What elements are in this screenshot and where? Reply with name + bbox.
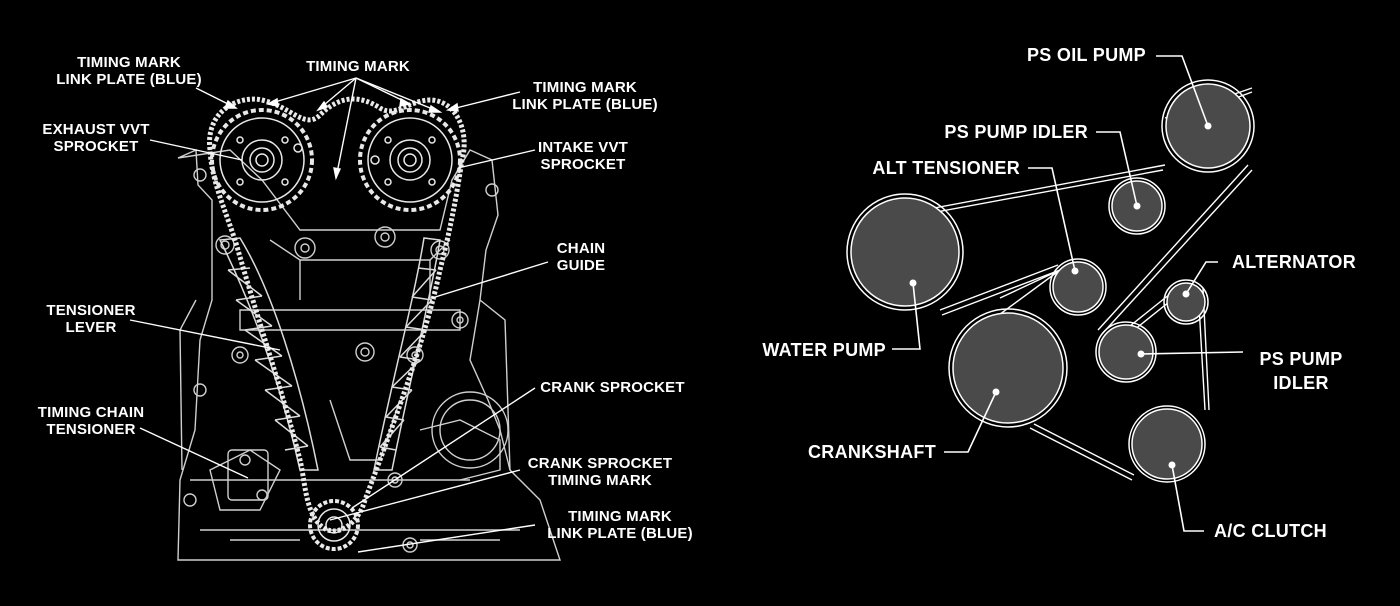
label-ps-oil-pump: PS OIL PUMP [1027, 45, 1146, 65]
crank-sprocket [308, 499, 360, 551]
alternator-pulley [1163, 279, 1209, 325]
label-timing-mark-top: TIMING MARK [306, 58, 410, 75]
crankshaft-pulley [948, 308, 1068, 428]
label-ac-clutch: A/C CLUTCH [1214, 521, 1327, 541]
alt-tensioner-pulley [1049, 258, 1107, 316]
water-pump-pulley [846, 193, 964, 311]
label-tensioner-lever: TENSIONER LEVER [46, 302, 136, 336]
label-alternator: ALTERNATOR [1232, 252, 1356, 272]
label-crankshaft: CRANKSHAFT [808, 442, 936, 462]
label-ps-pump-idler-top: PS PUMP IDLER [944, 122, 1088, 142]
timing-leader-lines [129, 77, 549, 553]
intake-vvt-sprocket [358, 108, 462, 212]
label-timing-chain-tensioner: TIMING CHAIN TENSIONER [37, 404, 145, 438]
belt-leader-lines [892, 55, 1244, 532]
label-timing-mark-link-plate-right: TIMING MARK LINK PLATE (BLUE) [512, 79, 658, 113]
label-crank-sprocket-timing-mark: CRANK SPROCKET TIMING MARK [527, 455, 673, 489]
ps-pump-idler-right-pulley [1095, 321, 1157, 383]
ac-clutch-pulley [1128, 405, 1206, 483]
label-alt-tensioner: ALT TENSIONER [872, 158, 1020, 178]
label-exhaust-vvt-sprocket: EXHAUST VVT SPROCKET [42, 121, 150, 155]
exhaust-vvt-sprocket [210, 108, 314, 212]
label-crank-sprocket: CRANK SPROCKET [540, 379, 685, 396]
label-chain-guide: CHAIN GUIDE [556, 240, 606, 274]
label-timing-mark-link-plate-left: TIMING MARK LINK PLATE (BLUE) [56, 54, 202, 88]
label-intake-vvt-sprocket: INTAKE VVT SPROCKET [537, 139, 629, 173]
timing-chain [207, 96, 467, 534]
label-timing-mark-link-plate-bottom: TIMING MARK LINK PLATE (BLUE) [547, 508, 693, 542]
chain-guide-drawing [373, 237, 441, 471]
serpentine-belt [869, 87, 1253, 481]
label-ps-pump-idler-right: PS PUMP IDLER [1259, 349, 1343, 393]
engine-block-drawing [177, 148, 561, 561]
label-water-pump: WATER PUMP [762, 340, 886, 360]
pulleys [846, 79, 1255, 483]
